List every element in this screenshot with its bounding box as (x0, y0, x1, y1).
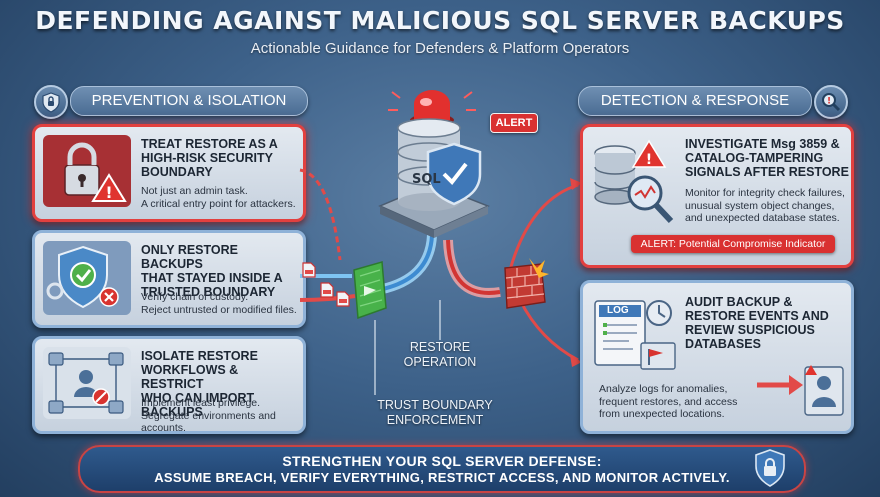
card-body-line: Segregate environments and accounts. (141, 409, 276, 435)
file-icon (302, 262, 316, 278)
label-line: OPERATION (403, 355, 477, 369)
card-heading-line: THAT STAYED INSIDE A (141, 271, 283, 285)
card-isolate-workflows: ISOLATE RESTORE WORKFLOWS & RESTRICT WHO… (32, 336, 306, 434)
card-heading-line: RESTORE EVENTS AND (685, 309, 829, 323)
card-heading-line: HIGH-RISK SECURITY (141, 151, 273, 165)
card-body-line: Analyze logs for anomalies, (599, 383, 728, 395)
card-body-line: Implement least privilege. (141, 397, 261, 409)
card-heading-line: ONLY RESTORE BACKUPS (141, 243, 239, 271)
label-line: ENFORCEMENT (386, 413, 484, 427)
card-heading-line: CATALOG-TAMPERING (685, 151, 824, 165)
compromise-alert-banner: ALERT: Potential Compromise Indicator (631, 235, 835, 253)
card-heading-line: ISOLATE RESTORE (141, 349, 258, 363)
card-heading-line: TRUSTED BOUNDARY (141, 285, 276, 299)
label-line: TRUST BOUNDARY (377, 398, 493, 412)
card-heading-line: BOUNDARY (141, 165, 213, 179)
card-audit-events: LOG AUDIT BACKUP & RESTORE EVENTS AND RE… (580, 280, 854, 434)
magnifier-alert-badge-icon: ! (814, 85, 848, 119)
section-title-detection: DETECTION & RESPONSE (578, 86, 812, 116)
log-audit-icon (594, 300, 676, 370)
card-heading-line: AUDIT BACKUP & (685, 295, 793, 309)
page-subtitle: Actionable Guidance for Defenders & Plat… (250, 40, 630, 57)
svg-text:!: ! (646, 152, 652, 168)
firewall-icon (504, 258, 549, 309)
card-body-line: frequent restores, and access (599, 395, 738, 408)
card-body-line: Verify chain of custody. (141, 291, 249, 303)
sql-label: SQL (412, 172, 441, 187)
footer-banner: STRENGTHEN YOUR SQL SERVER DEFENSE: ASSU… (78, 445, 806, 493)
footer-lock-icon-right (755, 449, 785, 487)
shield-badge-icon (34, 85, 68, 119)
section-title-prevention: PREVENTION & ISOLATION (70, 86, 308, 116)
card-body-line: and unexpected database states. (685, 212, 840, 224)
card-heading-line: SIGNALS AFTER RESTORE (685, 165, 849, 179)
card-heading-line: DATABASES (685, 337, 761, 351)
trust-gate-icon (353, 261, 387, 320)
footer-line-2: ASSUME BREACH, VERIFY EVERYTHING, RESTRI… (154, 470, 730, 485)
card-heading-line: REVIEW SUSPICIOUS (685, 323, 815, 337)
svg-text:!: ! (827, 97, 831, 107)
card-heading-line: TREAT RESTORE AS A (141, 137, 278, 151)
suspicious-user-icon (757, 365, 844, 416)
card-body-line: Not just an admin task. (141, 185, 248, 197)
workflow-isolation-icon (43, 347, 131, 419)
file-icon (336, 291, 350, 307)
padlock-warning-icon: ! (43, 135, 131, 207)
card-treat-restore: ! TREAT RESTORE AS A HIGH-RISK SECURITY … (32, 124, 306, 222)
card-body-line: from unexpected locations. (599, 408, 725, 420)
log-label: LOG (607, 305, 629, 316)
card-investigate-msg: ! INVESTIGATE Msg 3859 & CATALOG-TAMPERI… (580, 124, 854, 268)
svg-text:!: ! (105, 183, 112, 202)
file-icon (320, 282, 334, 298)
database-magnifier-icon: ! (594, 139, 674, 224)
sql-server-icon (378, 90, 490, 238)
card-body-line: A critical entry point for attackers. (141, 197, 296, 210)
card-body-line: unusual system object changes, (685, 199, 835, 212)
shield-check-icon (43, 241, 131, 315)
card-heading-line: WORKFLOWS & RESTRICT (141, 363, 239, 391)
card-body-line: Reject untrusted or modified files. (141, 303, 297, 316)
label-line: RESTORE (409, 340, 471, 354)
card-heading-line: WHO CAN IMPORT BACKUPS (141, 391, 255, 419)
card-trusted-boundary: ONLY RESTORE BACKUPS THAT STAYED INSIDE … (32, 230, 306, 328)
footer-line-1: STRENGTHEN YOUR SQL SERVER DEFENSE: (282, 453, 602, 469)
alert-badge: ALERT (490, 113, 538, 133)
card-heading-line: INVESTIGATE Msg 3859 & (685, 137, 840, 151)
trust-boundary-label: TRUST BOUNDARY ENFORCEMENT (370, 398, 500, 428)
restore-operation-label: RESTORE OPERATION (395, 340, 485, 370)
card-body-line: Monitor for integrity check failures, (685, 187, 845, 199)
page-title: DEFENDING AGAINST MALICIOUS SQL SERVER B… (35, 6, 845, 35)
